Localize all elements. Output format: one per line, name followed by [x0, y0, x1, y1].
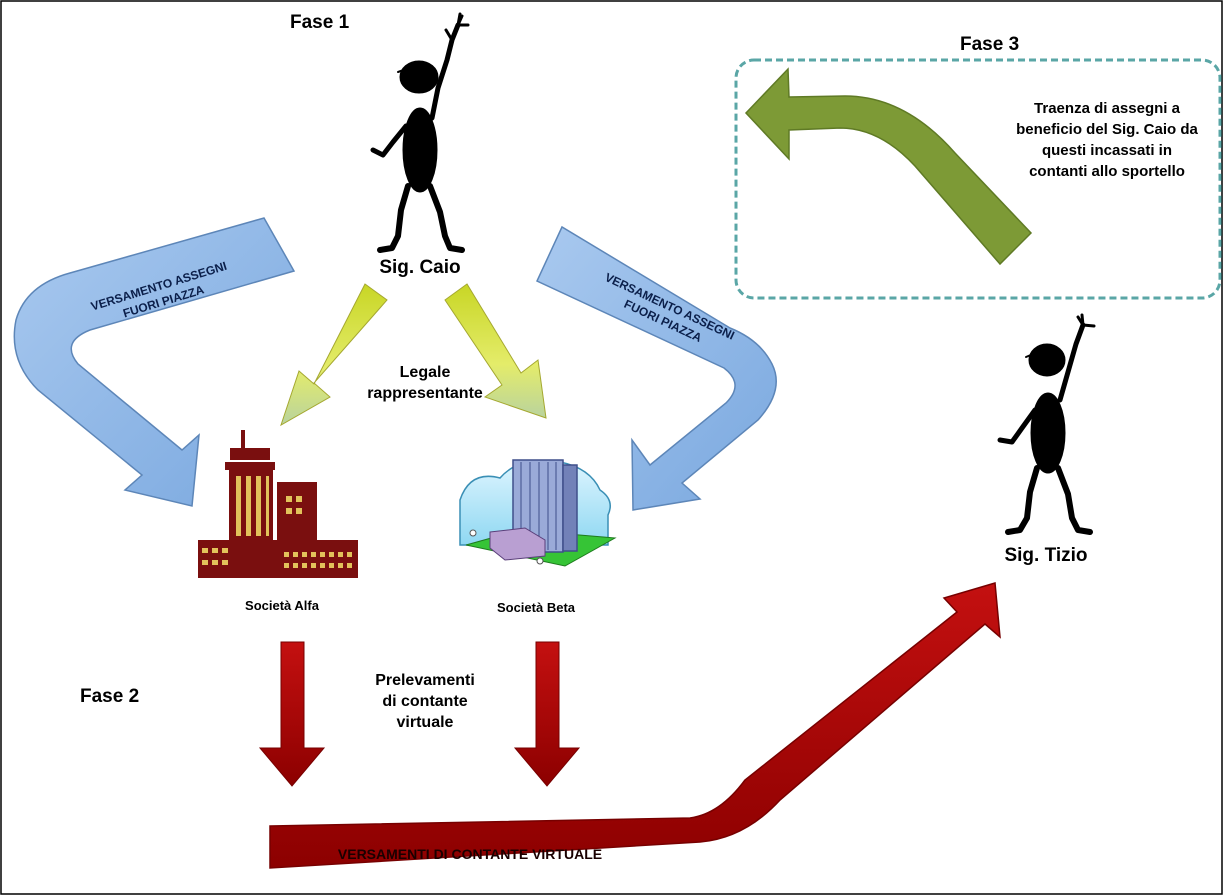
prelevamenti-line1: Prelevamenti — [375, 672, 475, 689]
fase1-label: Fase 1 — [290, 12, 350, 33]
societa-beta-label: Società Beta — [496, 600, 576, 615]
fase3-label: Fase 3 — [960, 34, 1020, 55]
caio-name-label: Sig. Caio — [379, 257, 461, 278]
societa-beta-building-icon — [459, 459, 617, 567]
legale-arrow-right — [444, 283, 547, 419]
fase2-label: Fase 2 — [80, 686, 140, 707]
tizio-name-label: Sig. Tizio — [1004, 545, 1088, 566]
versamento-left-arrow — [13, 217, 296, 507]
prelevamenti-label: Prelevamenti di contante virtuale — [365, 670, 485, 733]
tizio-figure-icon — [997, 313, 1096, 535]
societa-alfa-building-icon — [198, 430, 358, 578]
fase3-box — [734, 58, 1222, 300]
versamento-right-arrow — [536, 225, 777, 511]
fase3-note-line2: beneficio del Sig. Caio da — [1016, 121, 1198, 138]
fase3-note-line1: Traenza di assegni a — [1034, 100, 1180, 117]
fase3-note-line3: questi incassati in — [1041, 142, 1173, 159]
legale-arrow-left — [280, 283, 388, 427]
caio-figure-icon — [370, 12, 470, 253]
prelevamenti-line3: virtuale — [396, 714, 454, 731]
legale-line2: rappresentante — [367, 385, 483, 402]
fase3-note: Traenza di assegni a beneficio del Sig. … — [1002, 98, 1212, 182]
versamenti-contante-arrow — [269, 582, 1001, 869]
legale-rappresentante-label: Legale rappresentante — [360, 362, 490, 404]
prelevamenti-line2: di contante — [382, 693, 468, 710]
fase3-note-line4: contanti allo sportello — [1029, 163, 1185, 180]
prelevamento-arrow-beta — [513, 641, 581, 787]
fase3-green-arrow — [744, 67, 1033, 266]
societa-alfa-label: Società Alfa — [245, 598, 319, 613]
versamenti-contante-label: VERSAMENTI DI CONTANTE VIRTUALE — [338, 846, 602, 862]
prelevamento-arrow-alfa — [258, 641, 326, 787]
legale-line1: Legale — [399, 364, 451, 381]
